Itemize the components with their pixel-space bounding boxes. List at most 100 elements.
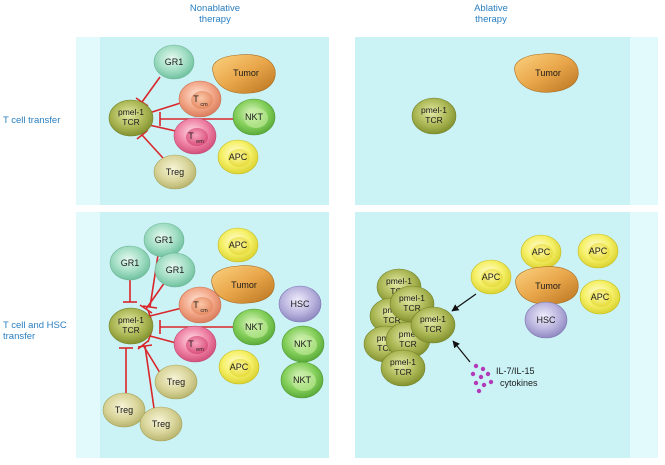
svg-text:pmel-1: pmel-1 bbox=[390, 357, 416, 367]
svg-text:APC: APC bbox=[229, 152, 248, 162]
cell-tumor: Tumor bbox=[211, 265, 275, 304]
cell-apc: APC bbox=[577, 233, 619, 269]
header-nonablative-line2: therapy bbox=[199, 14, 231, 25]
cell-treg: Treg bbox=[153, 154, 197, 190]
pmel1-cluster: pmel-1 TCR pmel TCR pmel TCR pmel-1 TCR … bbox=[363, 268, 456, 387]
cell-tcm: T cm bbox=[178, 286, 222, 324]
cell-apc: APC bbox=[579, 279, 621, 315]
header-nonablative-line1: Nonablative bbox=[189, 3, 241, 14]
cell-pmel1-tcr: pmel-1 TCR bbox=[380, 349, 426, 387]
row-label-hsc-line2: transfer bbox=[3, 331, 36, 342]
svg-text:APC: APC bbox=[589, 246, 608, 256]
svg-text:pmel: pmel bbox=[399, 329, 418, 339]
cell-pmel1-tcr: pmel-1 TCR bbox=[108, 99, 154, 137]
cell-hsc: HSC bbox=[524, 301, 568, 339]
svg-text:TCR: TCR bbox=[383, 315, 400, 325]
svg-text:Tumor: Tumor bbox=[535, 281, 561, 291]
cytokine-dots bbox=[470, 363, 494, 394]
svg-text:APC: APC bbox=[229, 240, 248, 250]
svg-text:Treg: Treg bbox=[152, 419, 170, 429]
svg-text:APC: APC bbox=[532, 247, 551, 257]
svg-text:pmel-1: pmel-1 bbox=[421, 105, 447, 115]
svg-text:cm: cm bbox=[200, 102, 208, 108]
header-ablative-line2: therapy bbox=[475, 14, 507, 25]
row-label-t-cell-transfer: T cell transfer bbox=[3, 115, 61, 126]
svg-text:TCR: TCR bbox=[424, 324, 441, 334]
svg-text:TCR: TCR bbox=[425, 115, 442, 125]
cell-pmel1-tcr: pmel-1 TCR bbox=[411, 97, 457, 135]
cell-apc: APC bbox=[217, 227, 259, 263]
svg-text:em: em bbox=[196, 139, 204, 145]
cell-nkt: NKT bbox=[281, 325, 325, 363]
svg-text:GR1: GR1 bbox=[121, 258, 140, 268]
svg-text:TCR: TCR bbox=[377, 343, 394, 353]
svg-text:NKT: NKT bbox=[245, 322, 264, 332]
cell-apc: APC bbox=[520, 234, 562, 270]
cell-pmel1-tcr: pmel-1 TCR bbox=[108, 307, 154, 345]
svg-text:HSC: HSC bbox=[290, 299, 310, 309]
svg-text:GR1: GR1 bbox=[155, 235, 174, 245]
svg-text:HSC: HSC bbox=[536, 315, 556, 325]
svg-text:T: T bbox=[193, 300, 199, 310]
svg-text:T: T bbox=[188, 131, 194, 141]
cell-tumor: Tumor bbox=[514, 53, 579, 93]
svg-text:Treg: Treg bbox=[115, 405, 133, 415]
svg-text:pmel-1: pmel-1 bbox=[420, 314, 446, 324]
svg-text:em: em bbox=[196, 347, 204, 353]
svg-text:T: T bbox=[193, 94, 199, 104]
svg-text:TCR: TCR bbox=[394, 367, 411, 377]
svg-text:TCR: TCR bbox=[122, 325, 139, 335]
svg-text:T: T bbox=[188, 339, 194, 349]
cytokine-label-line2: cytokines bbox=[500, 378, 538, 388]
svg-text:NKT: NKT bbox=[294, 339, 313, 349]
header-ablative-line1: Ablative bbox=[474, 3, 508, 14]
svg-text:APC: APC bbox=[230, 362, 249, 372]
svg-text:APC: APC bbox=[482, 272, 501, 282]
cell-nkt: NKT bbox=[232, 98, 276, 136]
cell-gr1: GR1 bbox=[154, 252, 196, 288]
svg-text:cm: cm bbox=[200, 308, 208, 314]
cell-tcm: T cm bbox=[178, 80, 222, 118]
cell-gr1: GR1 bbox=[153, 44, 195, 80]
cell-tumor: Tumor bbox=[515, 266, 579, 305]
cell-treg: Treg bbox=[102, 392, 146, 428]
svg-text:pmel-1: pmel-1 bbox=[386, 276, 412, 286]
svg-text:Treg: Treg bbox=[166, 167, 184, 177]
svg-text:Tumor: Tumor bbox=[535, 68, 561, 78]
cell-gr1: GR1 bbox=[143, 222, 185, 258]
svg-text:GR1: GR1 bbox=[166, 265, 185, 275]
cell-treg: Treg bbox=[154, 364, 198, 400]
svg-text:Tumor: Tumor bbox=[233, 68, 259, 78]
cell-tem: T em bbox=[173, 117, 217, 155]
svg-text:Tumor: Tumor bbox=[231, 280, 257, 290]
cell-treg: Treg bbox=[139, 406, 183, 442]
cell-gr1: GR1 bbox=[109, 245, 151, 281]
cell-tumor: Tumor bbox=[212, 54, 276, 94]
svg-text:pmel-1: pmel-1 bbox=[118, 315, 144, 325]
arrows-bottom-right bbox=[451, 293, 477, 363]
row-label-hsc-line1: T cell and HSC bbox=[3, 320, 67, 331]
svg-text:NKT: NKT bbox=[293, 375, 312, 385]
cell-apc: APC bbox=[218, 349, 260, 385]
svg-text:NKT: NKT bbox=[245, 112, 264, 122]
svg-text:TCR: TCR bbox=[122, 117, 139, 127]
row-label-t-cell-hsc-transfer: T cell and HSC transfer bbox=[3, 320, 98, 342]
cell-pmel1-tcr: pmel-1 TCR bbox=[410, 306, 456, 344]
cell-nkt: NKT bbox=[232, 308, 276, 346]
svg-text:pmel-1: pmel-1 bbox=[118, 107, 144, 117]
svg-text:TCR: TCR bbox=[403, 303, 420, 313]
cell-nkt: NKT bbox=[280, 361, 324, 399]
svg-text:APC: APC bbox=[591, 292, 610, 302]
cell-apc: APC bbox=[217, 139, 259, 175]
header-ablative: Ablative therapy bbox=[431, 3, 551, 25]
cell-hsc: HSC bbox=[278, 285, 322, 323]
cell-tem: T em bbox=[173, 325, 217, 363]
svg-text:pmel-1: pmel-1 bbox=[399, 293, 425, 303]
cytokine-label-line1: IL-7/IL-15 bbox=[496, 366, 535, 376]
header-nonablative: Nonablative therapy bbox=[155, 3, 275, 25]
svg-text:TCR: TCR bbox=[399, 339, 416, 349]
svg-text:Treg: Treg bbox=[167, 377, 185, 387]
svg-text:GR1: GR1 bbox=[165, 57, 184, 67]
